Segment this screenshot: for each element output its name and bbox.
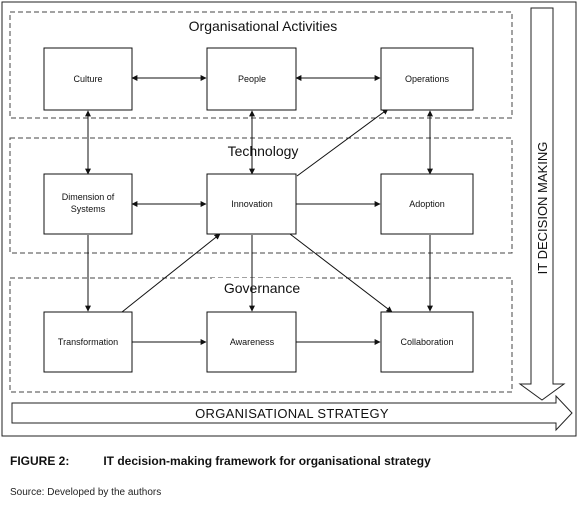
node-collaboration-label: Collaboration <box>400 337 453 347</box>
node-collaboration: Collaboration <box>380 311 474 373</box>
organisational-activities-group <box>9 11 513 119</box>
node-transformation-label: Transformation <box>58 337 118 347</box>
figure-title: IT decision-making framework for organis… <box>103 454 431 468</box>
node-culture-label: Culture <box>73 74 102 84</box>
node-operations: Operations <box>380 47 474 111</box>
figure-source: Source: Developed by the authors <box>10 487 162 498</box>
node-dimension-label-line2: Systems <box>71 204 106 214</box>
node-awareness: Awareness <box>206 311 297 373</box>
node-dimension-of-systems: Dimension of Systems <box>43 173 133 235</box>
it-decision-making-label: IT DECISION MAKING <box>535 142 550 275</box>
node-people-label: People <box>238 74 266 84</box>
organisational-strategy-label: ORGANISATIONAL STRATEGY <box>195 406 389 421</box>
outer-frame <box>1 1 577 437</box>
arrow-innovation-collaboration <box>289 233 393 313</box>
organisational-activities-title: Organisational Activities <box>189 18 338 34</box>
arrow-transformation-innovation <box>121 233 221 313</box>
it-decision-making-arrow: IT DECISION MAKING <box>518 7 566 401</box>
node-adoption-label: Adoption <box>409 199 445 209</box>
node-operations-label: Operations <box>405 74 450 84</box>
node-innovation: Innovation <box>206 173 297 235</box>
technology-group <box>9 137 513 254</box>
technology-title: Technology <box>228 143 299 159</box>
node-culture: Culture <box>43 47 133 111</box>
connectors <box>85 75 433 345</box>
node-awareness-label: Awareness <box>230 337 275 347</box>
figure-caption: FIGURE 2: IT decision-making framework f… <box>10 454 431 468</box>
node-adoption: Adoption <box>380 173 474 235</box>
node-innovation-label: Innovation <box>231 199 273 209</box>
arrow-innovation-operations <box>296 108 389 177</box>
node-transformation: Transformation <box>43 311 133 373</box>
node-people: People <box>206 47 297 111</box>
node-dimension-label-line1: Dimension of <box>62 192 115 202</box>
governance-title: Governance <box>224 280 300 296</box>
organisational-strategy-arrow: ORGANISATIONAL STRATEGY <box>11 394 573 432</box>
figure-number: FIGURE 2: <box>10 454 70 468</box>
